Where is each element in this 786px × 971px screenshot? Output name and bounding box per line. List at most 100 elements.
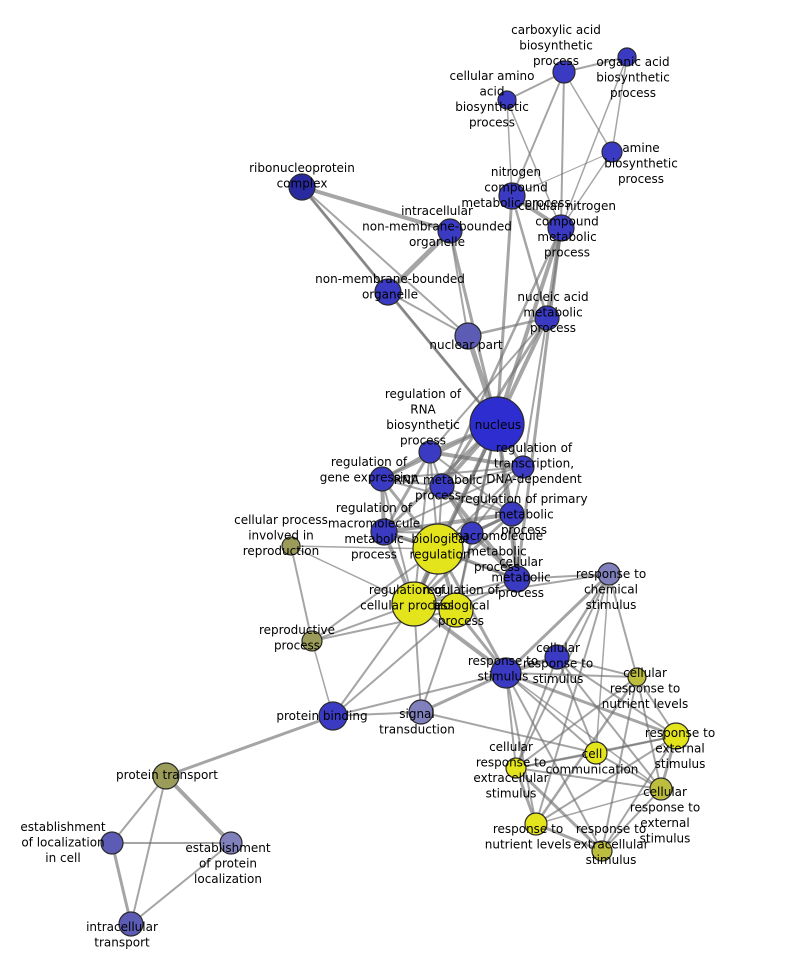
node-pb[interactable]: protein binding [318,701,348,731]
node-rge[interactable]: regulation of gene expression [369,466,395,492]
node-rcp[interactable]: regulation of cellular process [391,581,437,627]
edge-crs-crexs [556,656,662,790]
edge-rcs-crnl [608,573,638,678]
node-label-pt: protein transport [116,768,218,782]
node-cres[interactable]: cellular response to extracellular stimu… [505,757,527,779]
node-crexs[interactable]: cellular response to external stimulus [649,777,673,801]
node-cmp[interactable]: cellular metabolic process [503,565,531,593]
edge-rs-cres [505,672,517,769]
node-oab[interactable]: organic acid biosynthetic process [617,47,637,67]
node-rep[interactable]: reproductive process [301,630,323,652]
node-rexs[interactable]: response to extracellular stimulus [591,840,613,862]
node-rs[interactable]: response to stimulus [490,657,522,689]
edge-ncm-nam [510,194,549,320]
edge-amb-cncm [560,151,613,229]
edge-rtd-rge [381,466,524,480]
node-crs[interactable]: cellular response to stimulus [544,644,570,670]
node-mmp[interactable]: macromolecule metabolic process [460,521,484,545]
node-inmbo[interactable]: intracellular non-membrane-bounded organ… [437,218,463,244]
edge-rnl-rexs [534,822,604,853]
edge-cncm-rnam [440,226,563,488]
edge-crnl-crexs [636,676,662,790]
edge-cab-amb [563,71,613,153]
edge-rnp-inmbo [300,185,452,233]
edge-rcs-cc [595,573,610,754]
edge-epl-it [130,842,232,925]
node-nucleus[interactable]: nucleus [469,396,525,452]
node-label-nucleus: nucleus [475,418,521,432]
node-pt[interactable]: protein transport [152,762,180,790]
node-it[interactable]: intracellular transport [118,911,144,937]
node-cc[interactable]: cell communication [584,741,608,765]
node-cpir[interactable]: cellular process involved in reproductio… [281,536,301,556]
edge-ncm-nucleus [495,194,514,426]
edge-oab-amb [611,56,628,153]
node-elc[interactable]: establishment of localization in cell [100,831,124,855]
edge-inmbo-npart [449,230,469,337]
edge-rnp-nucleus [301,186,498,425]
node-amb[interactable]: amine biosynthetic process [601,141,623,163]
node-res[interactable]: response to external stimulus [662,722,690,750]
edge-cc-cres [515,752,597,769]
node-rbp[interactable]: regulation of biological process [438,592,474,628]
node-rcs[interactable]: response to chemical stimulus [597,562,621,586]
edge-rs-cc [505,672,597,754]
node-ncm[interactable]: nitrogen compound metabolic process [498,182,526,210]
edge-st-cc [420,711,597,754]
node-epl[interactable]: establishment of protein localization [219,831,243,855]
edge-cres-rexs [514,766,604,853]
edge-rtd-rnam [441,466,524,487]
node-crnl[interactable]: cellular response to nutrient levels [627,667,647,687]
node-cncm[interactable]: cellular nitrogen compound metabolic pro… [547,214,575,242]
edge-breg-rep [311,548,439,642]
edge-pt-elc [111,775,167,844]
node-breg[interactable]: biological regulation [412,523,464,575]
edge-rrb-rtd [428,450,525,469]
node-rpm[interactable]: regulation of primary metabolic process [499,501,525,527]
node-rrb[interactable]: regulation of RNA biosynthetic process [418,440,442,464]
node-rnp[interactable]: ribonucleoprotein complex [288,173,316,201]
node-npart[interactable]: nuclear part [454,322,482,350]
node-rnam[interactable]: RNA metabolic process [429,473,455,499]
node-nam[interactable]: nucleic acid metabolic process [534,305,560,331]
edge-cc-crexs [595,752,662,790]
node-caab[interactable]: cellular amino acid biosynthetic process [497,90,517,110]
node-cab[interactable]: carboxylic acid biosynthetic process [552,60,576,84]
edge-pb-pt [164,714,335,778]
edge-cncm-cmp [515,226,563,581]
edge-crs-cres [515,656,558,769]
node-rmm[interactable]: regulation of macromolecule metabolic pr… [370,518,398,546]
node-rtd[interactable]: regulation of transcription, DNA-depende… [511,455,535,479]
node-nmbo[interactable]: non-membrane-bounded organelle [374,278,402,306]
edges-layer [110,56,678,926]
node-rnl[interactable]: response to nutrient levels [524,812,548,836]
edge-rnp-npart [301,186,469,337]
edge-crs-crnl [556,656,638,678]
edge-ncm-amb [511,151,613,197]
edge-cpir-rep [290,545,313,642]
node-st[interactable]: signal transduction [408,699,434,725]
